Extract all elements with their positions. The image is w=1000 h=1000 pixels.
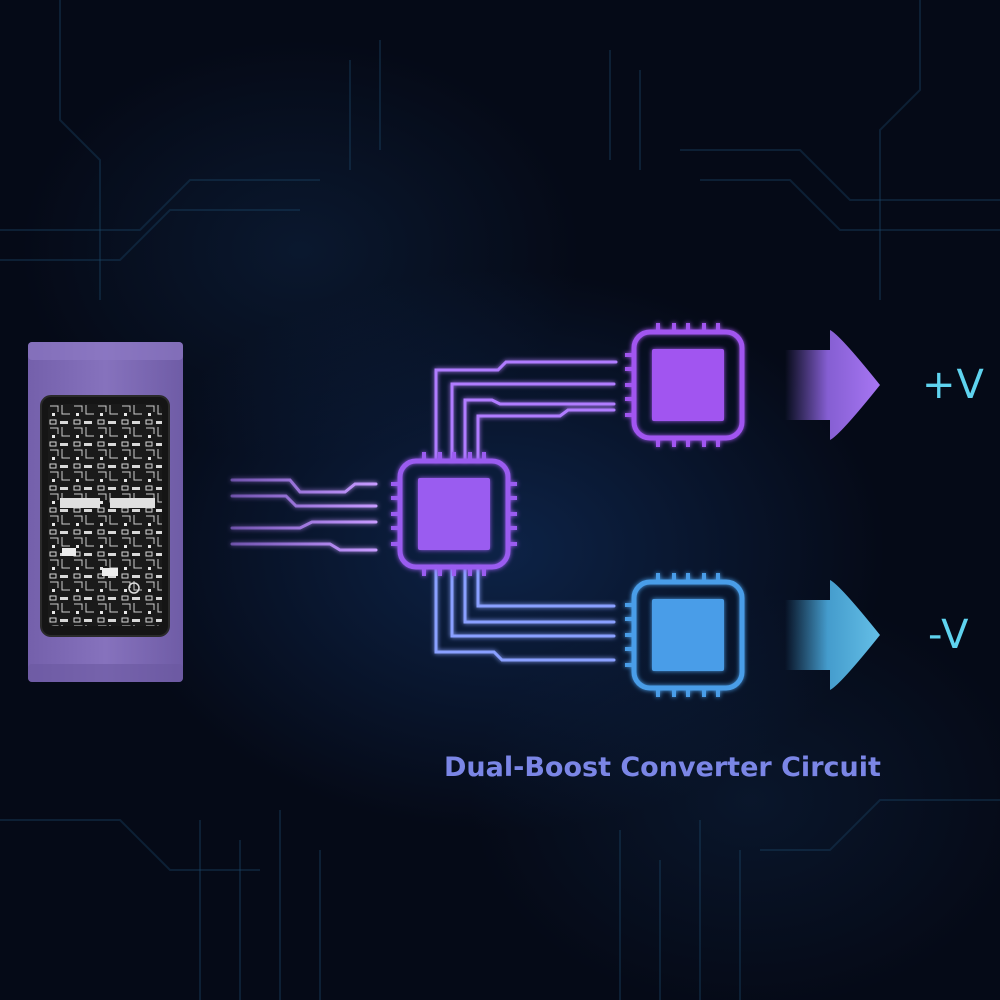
negative-output-label: -V bbox=[928, 612, 970, 658]
diagram-title: Dual-Boost Converter Circuit bbox=[444, 752, 881, 783]
input-traces bbox=[230, 478, 378, 552]
top-output-traces bbox=[434, 360, 618, 462]
chip-icon bbox=[625, 573, 745, 697]
arrow-right-icon bbox=[785, 330, 880, 440]
chip-icon bbox=[625, 323, 745, 447]
positive-output-label: +V bbox=[922, 362, 985, 408]
bottom-output-traces bbox=[434, 566, 616, 662]
pcb-module-icon bbox=[28, 342, 183, 682]
chip-icon bbox=[391, 452, 517, 576]
arrow-right-icon bbox=[785, 580, 880, 690]
